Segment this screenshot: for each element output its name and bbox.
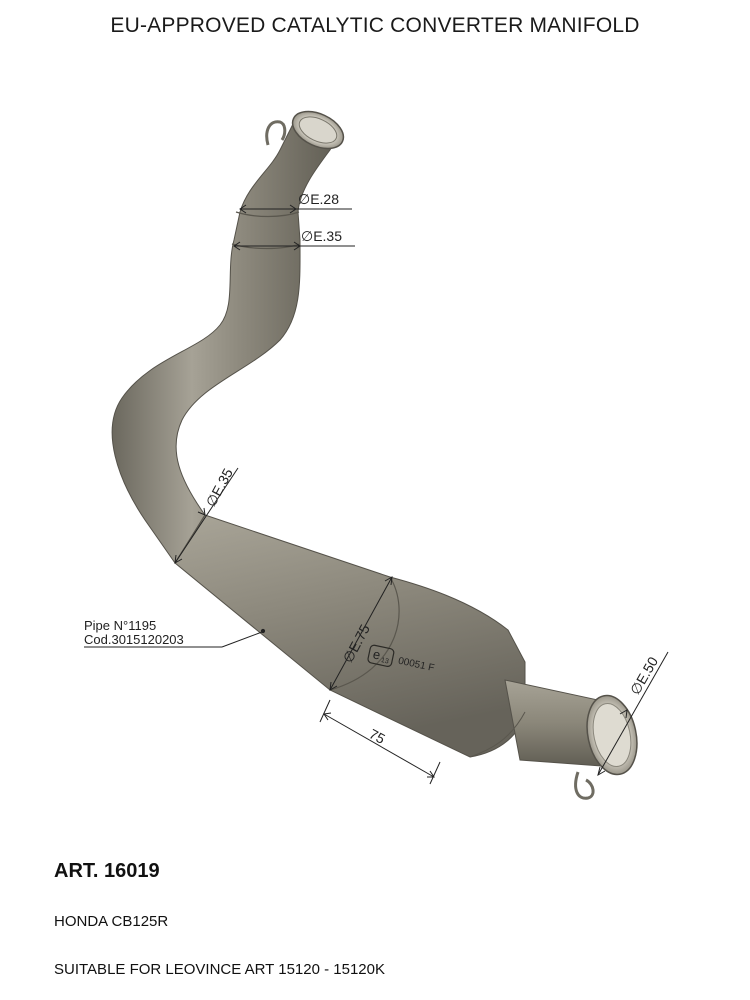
upper-tube <box>111 119 341 564</box>
article-number: ART. 16019 <box>54 860 160 882</box>
svg-text:∅E.50: ∅E.50 <box>627 654 661 698</box>
compatibility-note: SUITABLE FOR LEOVINCE ART 15120 - 15120K <box>54 961 385 978</box>
svg-text:75: 75 <box>367 726 388 748</box>
dimension-inlet <box>239 204 352 214</box>
dimension-neck <box>233 241 355 251</box>
pipe-code: Cod.3015120203 <box>84 632 184 647</box>
manifold-drawing: e 13 00051 F ∅E.28 ∅E.35 ∅E.35 ∅E.75 <box>84 110 669 800</box>
page-title: EU-APPROVED CATALYTIC CONVERTER MANIFOLD <box>110 14 640 37</box>
dimension-body <box>329 576 393 691</box>
pipe-label: Pipe N°1195 <box>84 618 156 633</box>
pipe-callout-leader <box>84 628 266 648</box>
svg-text:∅E.28: ∅E.28 <box>298 191 339 207</box>
svg-text:∅E.35: ∅E.35 <box>203 466 236 510</box>
dimension-bend <box>174 467 239 564</box>
catalyst-body <box>174 514 526 758</box>
vehicle-model: HONDA CB125R <box>54 913 169 930</box>
svg-text:∅E.35: ∅E.35 <box>301 228 342 244</box>
dimension-outlet <box>597 651 669 777</box>
svg-text:13: 13 <box>380 657 389 665</box>
outlet-hook <box>574 771 595 800</box>
inlet-hook <box>265 120 287 146</box>
dimension-length <box>319 699 441 785</box>
svg-text:e: e <box>372 646 382 662</box>
